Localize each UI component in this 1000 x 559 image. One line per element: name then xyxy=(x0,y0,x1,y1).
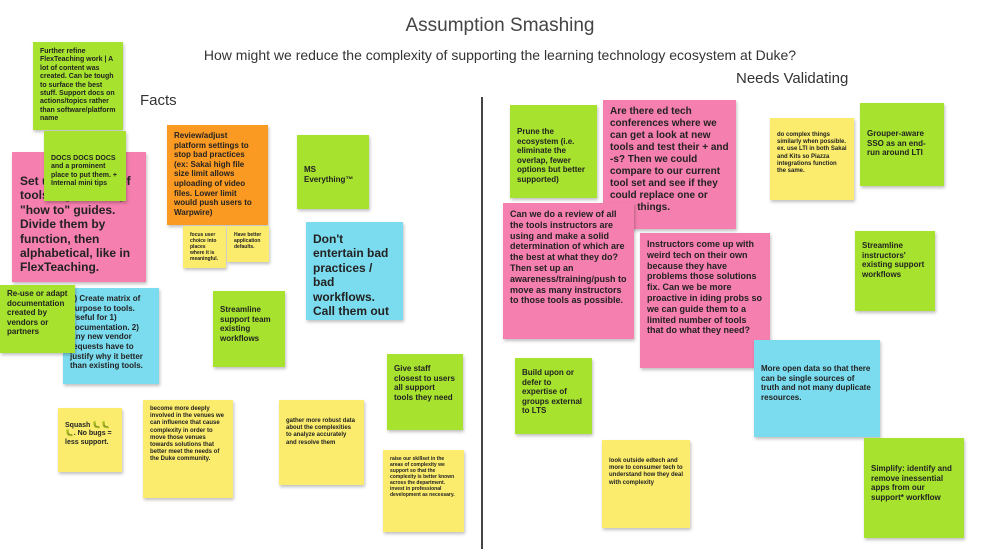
sticky-note[interactable]: MS Everything™ xyxy=(297,135,369,209)
board-subtitle: How might we reduce the complexity of su… xyxy=(203,47,797,63)
sticky-note[interactable]: Streamline support team existing workflo… xyxy=(213,291,285,367)
sticky-note[interactable]: Review/adjust platform settings to stop … xyxy=(167,125,268,225)
board-title: Assumption Smashing xyxy=(405,15,595,36)
sticky-note[interactable]: More open data so that there can be sing… xyxy=(754,340,880,437)
sticky-note[interactable]: Prune the ecosystem (i.e. eliminate the … xyxy=(510,105,597,198)
sticky-note[interactable]: DOCS DOCS DOCS and a prominent place to … xyxy=(44,131,126,201)
column-divider xyxy=(481,97,483,549)
sticky-note[interactable]: Can we do a review of all the tools inst… xyxy=(503,203,634,339)
sticky-note[interactable]: Re-use or adapt documentation created by… xyxy=(0,285,75,353)
sticky-note[interactable]: Grouper-aware SSO as an end-run around L… xyxy=(860,103,944,186)
sticky-note[interactable]: Build upon or defer to expertise of grou… xyxy=(515,358,592,434)
sticky-note[interactable]: focus user choice into places where it i… xyxy=(183,226,226,268)
sticky-note[interactable]: do complex things similarly when possibl… xyxy=(770,118,854,200)
sticky-note[interactable]: Give staff closest to users all support … xyxy=(387,354,463,430)
sticky-note[interactable]: Don't entertain bad practices / bad work… xyxy=(306,222,403,320)
needs-validating-label: Needs Validating xyxy=(736,70,849,87)
sticky-note[interactable]: look outside edtech and more to consumer… xyxy=(602,440,690,528)
sticky-note[interactable]: Squash 🐛🐛🐛. No bugs = less support. xyxy=(58,408,122,472)
sticky-note[interactable]: Simplify: identify and remove inessentia… xyxy=(864,438,964,538)
facts-label: Facts xyxy=(140,92,177,109)
sticky-note[interactable]: Have better application defaults. xyxy=(227,226,269,262)
sticky-note[interactable]: 1) Create matrix of purpose to tools. Us… xyxy=(63,288,159,384)
sticky-note[interactable]: Instructors come up with weird tech on t… xyxy=(640,233,770,368)
sticky-note[interactable]: raise our skillset in the areas of compl… xyxy=(383,450,464,532)
sticky-note[interactable]: gather more robust data about the comple… xyxy=(279,400,364,485)
sticky-note[interactable]: become more deeply involved in the venue… xyxy=(143,400,233,498)
sticky-note[interactable]: Streamline instructors' existing support… xyxy=(855,231,935,311)
sticky-note[interactable]: Further refine FlexTeaching work | A lot… xyxy=(33,42,123,130)
